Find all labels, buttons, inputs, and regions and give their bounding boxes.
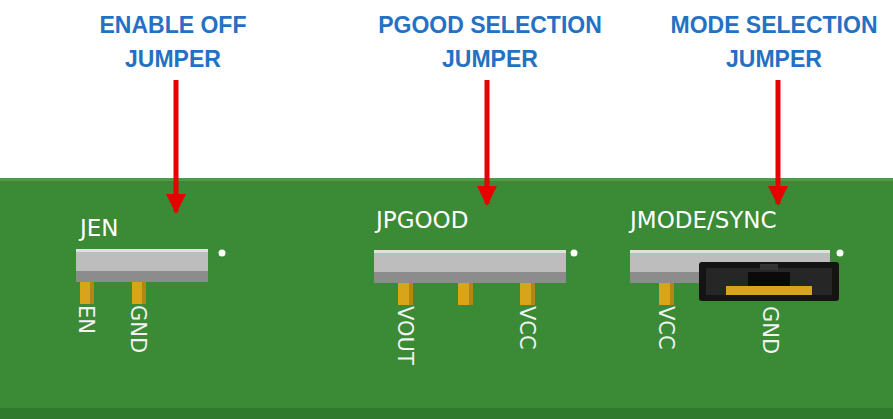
jumper-cap [699, 262, 839, 301]
callout-text: ENABLE OFF JUMPER [62, 8, 284, 76]
pointer-arrow [174, 80, 179, 212]
pointer-arrow [485, 80, 490, 204]
pcb-board [0, 178, 893, 419]
jumper-header: JMODE/SYNC [630, 206, 865, 234]
callout-title: PGOOD SELECTION JUMPER [362, 8, 618, 76]
callout-text: MODE SELECTION JUMPER [652, 8, 893, 76]
silkscreen-label: JMODE/SYNC [630, 206, 777, 234]
silkscreen-label: JPGOOD [376, 206, 468, 234]
callout-title: ENABLE OFF JUMPER [62, 8, 284, 76]
callout-title: MODE SELECTION JUMPER [652, 8, 893, 76]
callout-text: PGOOD SELECTION JUMPER [362, 8, 618, 76]
board-shade [0, 408, 893, 419]
jmode-header [630, 250, 844, 306]
jen-header [76, 249, 226, 304]
pin-label: GND [759, 306, 781, 354]
pin-label: VCC [655, 306, 677, 350]
silkscreen-label: JEN [80, 214, 119, 242]
jumper-header: JPGOOD [376, 206, 566, 234]
jpgood-header [374, 250, 578, 306]
board-edge [0, 178, 893, 181]
pin-label: VOUT [394, 306, 416, 365]
pointer-arrow [776, 80, 781, 204]
pin-label: VCC [516, 306, 538, 350]
pin-label: GND [127, 305, 149, 353]
pin-label: EN [75, 305, 97, 334]
jumper-header: JEN [80, 214, 210, 242]
